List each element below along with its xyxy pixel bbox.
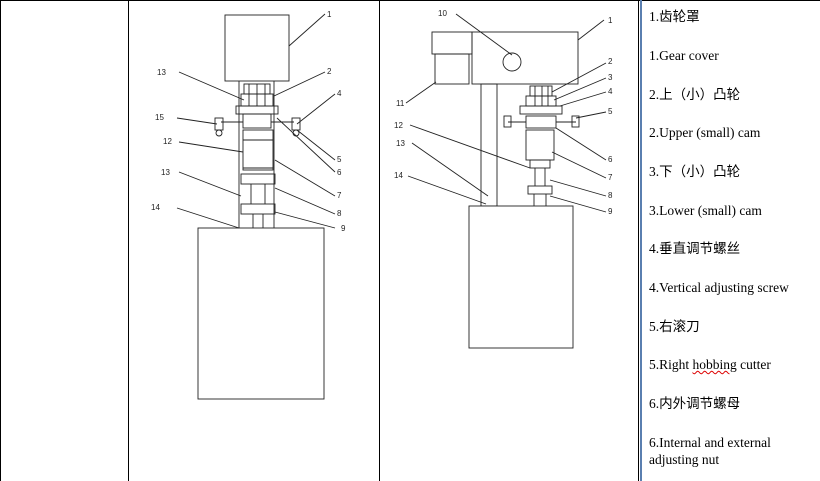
cutter-mount (519, 105, 563, 115)
adjusting-nut (525, 115, 557, 129)
legend-left-border (640, 0, 642, 481)
left-callout-15: 15 (155, 113, 164, 122)
left-callout-2: 2 (327, 67, 332, 76)
chuck-body (525, 129, 555, 161)
right-callout-8: 8 (608, 191, 613, 200)
right-callout-5: 5 (608, 107, 613, 116)
cutter-mount (235, 105, 279, 115)
legend-item-3-en: 3.Lower (small) cam (649, 203, 762, 218)
gear-cover-arm (471, 31, 579, 85)
right-callout-11: 11 (396, 99, 405, 108)
shaft-collar (529, 159, 551, 169)
table-left-border (0, 0, 1, 481)
spellcheck-underlined-word: hobbing (692, 357, 737, 372)
legend-item-4-en: 4.Vertical adjusting screw (649, 280, 789, 295)
left-callout-5: 5 (337, 155, 342, 164)
vertical-column (480, 83, 498, 207)
parts-legend: 1.齿轮罩 1.Gear cover 2.上（小）凸轮 2.Upper (sma… (641, 0, 820, 481)
chuck-body (242, 129, 274, 171)
right-callout-13: 13 (396, 139, 405, 148)
legend-item-5-en-suffix: cutter (736, 357, 771, 372)
legend-item-1-zh: 1.齿轮罩 (649, 9, 700, 24)
upper-cam (529, 85, 553, 97)
left-callout-6: 6 (337, 168, 342, 177)
right-callout-4: 4 (608, 87, 613, 96)
adjusting-nut (242, 113, 272, 129)
left-callout-13: 13 (161, 168, 170, 177)
left-callout-3: 13 (157, 68, 166, 77)
left-callout-1: 1 (327, 10, 332, 19)
legend-item-1-en: 1.Gear cover (649, 48, 719, 63)
legend-item-2-en: 2.Upper (small) cam (649, 125, 761, 140)
legend-item-2-zh: 2.上（小）凸轮 (649, 87, 741, 102)
motor-housing (431, 31, 473, 55)
column-divider-3 (638, 0, 639, 481)
legend-item-4-zh: 4.垂直调节螺丝 (649, 241, 741, 256)
legend-item-6-zh: 6.内外调节螺母 (649, 396, 741, 411)
left-callout-7: 7 (337, 191, 342, 200)
motor-circle (502, 52, 522, 72)
legend-item-3-zh: 3.下（小）凸轮 (649, 164, 741, 179)
machine-base (197, 227, 325, 400)
table-top-border (0, 0, 820, 1)
left-callout-14: 14 (151, 203, 160, 212)
right-machine-drawing: 10 1 2 3 4 11 5 12 13 6 14 7 8 9 (394, 9, 613, 349)
gear-cover-box (224, 14, 290, 82)
legend-item-5-en-prefix: 5.Right (649, 357, 693, 372)
left-machine-drawing: 1 2 13 4 15 12 5 6 13 7 14 8 9 (151, 10, 346, 400)
column-divider-2 (379, 0, 380, 481)
right-callout-10: 10 (438, 9, 447, 18)
legend-item-5-zh: 5.右滚刀 (649, 319, 700, 334)
right-hobbing-cutter (291, 117, 301, 131)
lower-cam (525, 95, 557, 107)
right-callout-3: 3 (608, 73, 613, 82)
right-callout-7: 7 (608, 173, 613, 182)
left-callout-12: 12 (163, 137, 172, 146)
right-callout-6: 6 (608, 155, 613, 164)
left-cutter (503, 115, 512, 128)
right-callout-12: 12 (394, 121, 403, 130)
legend-item-5-en: 5.Right hobbing cutter (649, 356, 771, 373)
left-callout-4: 4 (337, 89, 342, 98)
machine-base (468, 205, 574, 349)
right-callout-2: 2 (608, 57, 613, 66)
right-callout-1: 1 (608, 16, 613, 25)
column-divider-1 (128, 0, 129, 481)
right-callout-14: 14 (394, 171, 403, 180)
lower-flange (240, 203, 276, 215)
right-hobbing-cutter (571, 115, 580, 128)
left-callout-9: 9 (341, 224, 346, 233)
right-callout-9: 9 (608, 207, 613, 216)
left-callout-8: 8 (337, 209, 342, 218)
legend-item-6-en: 6.Internal and external adjusting nut (649, 435, 771, 467)
motor-body (434, 53, 470, 85)
upper-flange (240, 173, 276, 185)
lower-flange (527, 185, 553, 195)
